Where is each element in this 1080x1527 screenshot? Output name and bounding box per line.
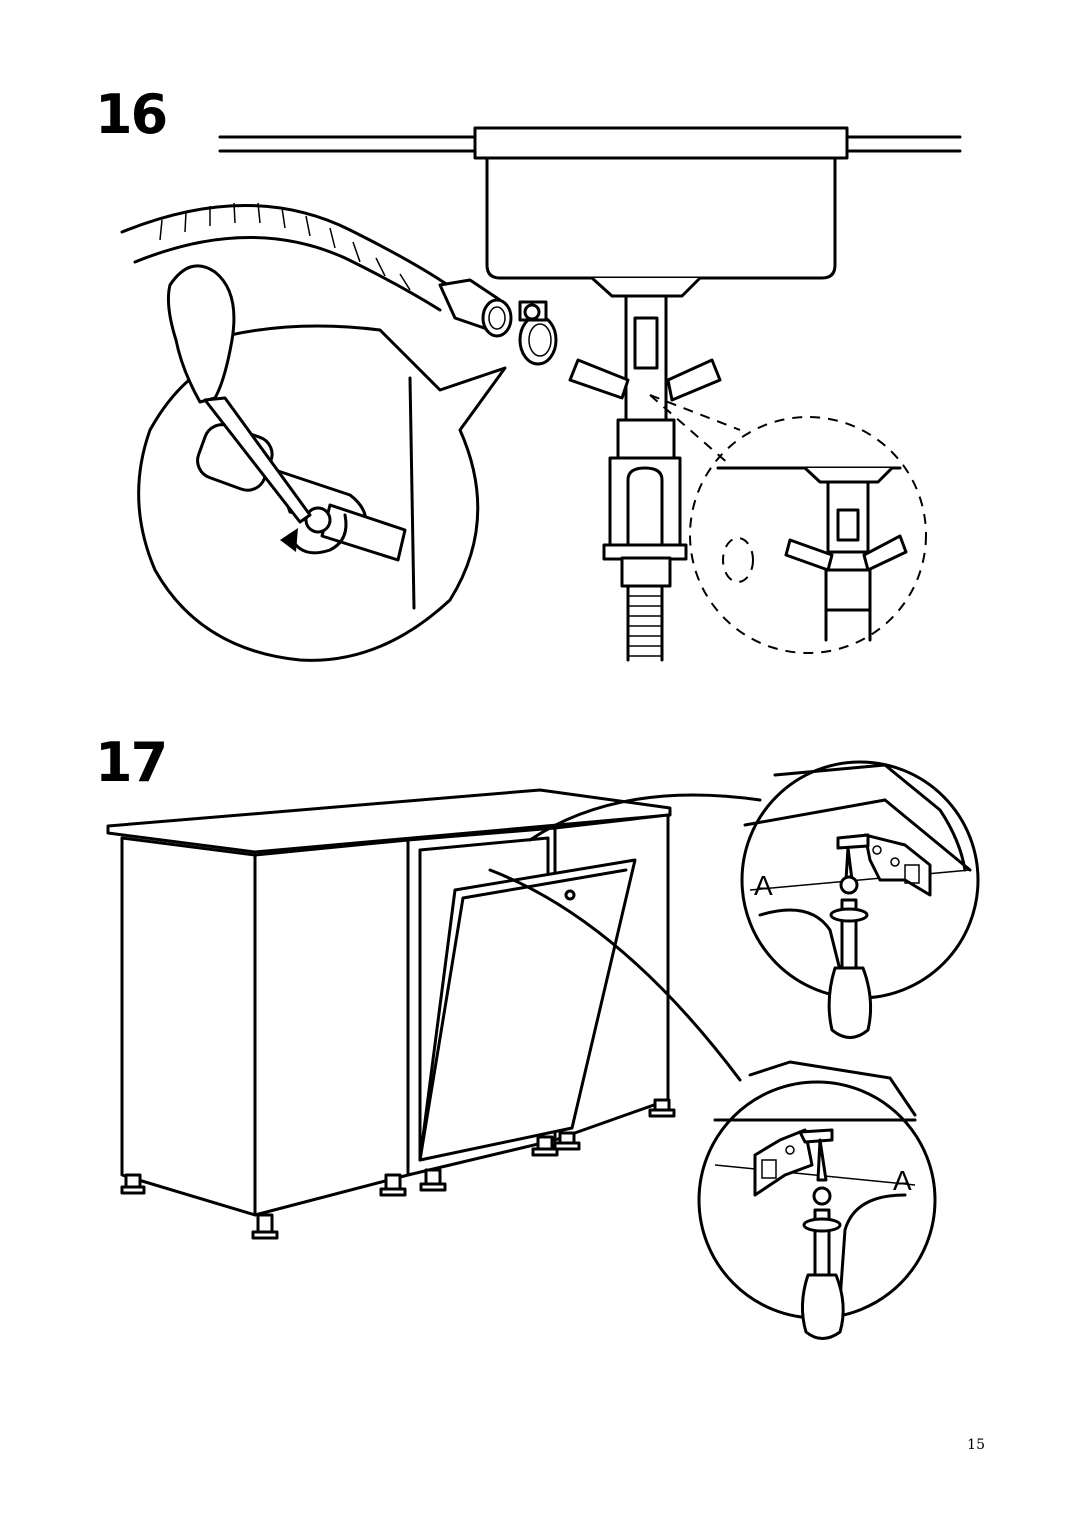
- page-number: 15: [967, 1437, 985, 1453]
- hose-icon: [120, 202, 513, 338]
- screwdriver-icon: [827, 898, 873, 1039]
- mounting-bracket-icon: [836, 833, 932, 897]
- bracket-detail-bottom: A: [697, 1060, 937, 1340]
- bracket-label-top: A: [754, 870, 773, 901]
- clamp-detail-callout: [137, 264, 507, 662]
- mounting-bracket-icon: [753, 1128, 834, 1197]
- screw-icon: [812, 1138, 832, 1206]
- screwdriver-icon: [801, 1208, 845, 1340]
- drain-detail-callout: [689, 416, 927, 654]
- screw-icon: [839, 846, 859, 895]
- dishwasher-cabinet-icon: [106, 788, 676, 1240]
- step17-illustration: A A: [106, 760, 980, 1340]
- step-number-16: 16: [95, 83, 168, 146]
- bracket-label-bottom: A: [893, 1165, 912, 1196]
- rotate-arrow-icon: [280, 513, 348, 555]
- step16-illustration: [120, 126, 962, 662]
- hose-clamp-icon: [518, 300, 558, 366]
- bracket-detail-top: A: [740, 760, 980, 1039]
- screwdriver-icon: [167, 264, 312, 524]
- step-number-17: 17: [95, 731, 168, 794]
- sink-drain-icon: [473, 126, 849, 662]
